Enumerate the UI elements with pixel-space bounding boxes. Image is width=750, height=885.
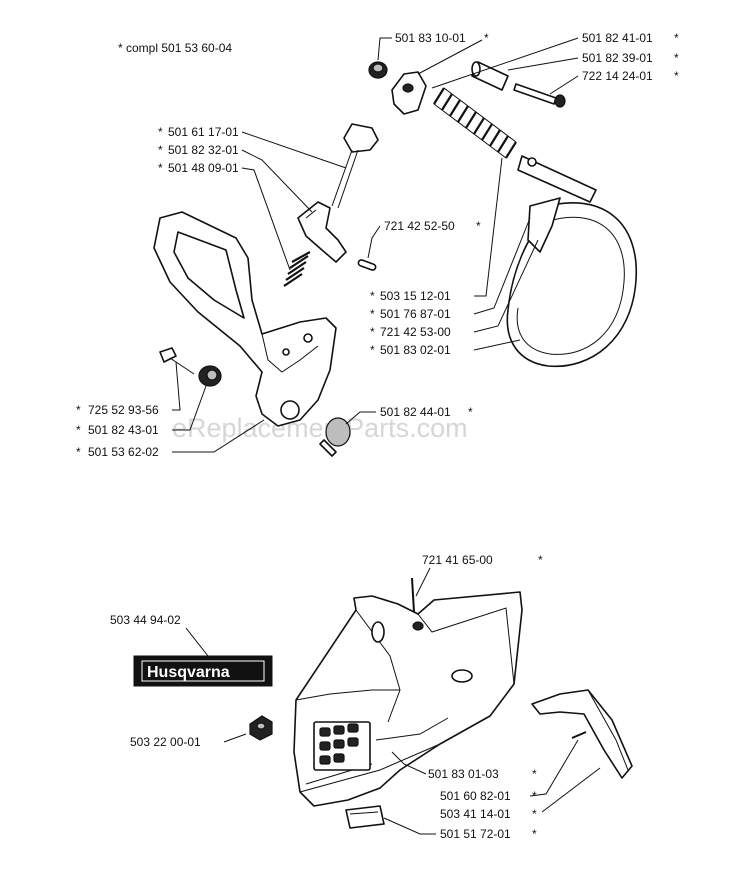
cover-bolt [411,577,415,613]
leader-line [241,167,291,271]
label-503-15-12-01: 503 15 12-01 [380,289,451,303]
brake-band [506,197,637,368]
leader-line [185,627,209,657]
leader-line [172,385,207,431]
leader-line [473,217,531,315]
label-503-41-14-01: 503 41 14-01 [440,807,511,821]
label-501-82-43-01: 501 82 43-01 [88,423,159,437]
label-501-82-41-01: 501 82 41-01 [582,31,653,45]
leader-line [417,39,483,75]
spacer-knob [319,417,351,457]
label-star: * [370,289,375,303]
label-star: * [370,325,375,339]
chain-guide-plate [531,689,633,779]
label-501-83-02-01: 501 83 02-01 [380,343,451,357]
small-spring [283,251,311,287]
cap-plate [345,805,385,829]
label-721-42-52-50: 721 42 52-50 [384,219,455,233]
label-501-61-17-01: 501 61 17-01 [168,125,239,139]
leader-line [172,361,181,411]
leader-line [549,75,579,95]
chain-cover [293,591,523,807]
brand-decal: Husqvarna [133,655,273,687]
label-star: * [532,789,537,803]
label-501-82-44-01: 501 82 44-01 [380,405,451,419]
leader-line [474,157,503,297]
label-star: * [370,343,375,357]
label-503-22-00-01: 503 22 00-01 [130,735,201,749]
spring-bracket [391,71,427,115]
leader-line [241,149,313,213]
leader-line [415,567,431,597]
leader-line [383,817,436,835]
label-star: * [532,767,537,781]
small-screw [571,731,587,739]
sleeve [471,61,509,91]
label-star: * [532,827,537,841]
label-503-44-94-02: 503 44 94-02 [110,613,181,627]
bolt [159,347,195,375]
link-rod [517,155,597,203]
washer [198,365,222,387]
label-501-51-72-01: 501 51 72-01 [440,827,511,841]
leader-line [529,739,579,797]
label-501-76-87-01: 501 76 87-01 [380,307,451,321]
label-721-41-65-00: 721 41 65-00 [422,553,493,567]
leader-line [345,411,376,425]
label-725-52-93-56: 725 52 93-56 [88,403,159,417]
leader-line [391,751,427,775]
nut [368,61,388,79]
brake-spring [433,87,517,159]
leader-line [473,239,539,333]
label-star: * [468,405,473,419]
screw [513,83,566,108]
label-star: * [76,403,81,417]
leader-line [507,57,579,71]
label-star: * [674,51,679,65]
label-star: * [76,445,81,459]
leader-line [223,733,247,743]
label-star: * [76,423,81,437]
label-501-82-39-01: 501 82 39-01 [582,51,653,65]
label-star: * [674,69,679,83]
label-501-82-32-01: 501 82 32-01 [168,143,239,157]
leader-line [541,767,601,813]
label-501-83-01-03: 501 83 01-03 [428,767,499,781]
leader-line [367,225,381,259]
assembly-note: * compl 501 53 60-04 [118,41,232,55]
lever-part [297,201,347,263]
knob-screw [331,123,379,209]
label-star: * [532,807,537,821]
leader-line [241,131,347,169]
brand-label: Husqvarna [147,664,230,681]
label-501-60-82-01: 501 60 82-01 [440,789,511,803]
label-star: * [158,143,163,157]
label-star: * [158,125,163,139]
leader-line [377,37,392,61]
label-501-53-62-02: 501 53 62-02 [88,445,159,459]
leader-line [431,37,579,89]
label-star: * [484,31,489,45]
label-star: * [538,553,543,567]
cover-nut [249,715,273,741]
label-star: * [158,161,163,175]
leader-line [172,419,265,453]
hand-guard [153,211,337,427]
label-star: * [674,31,679,45]
label-star: * [370,307,375,321]
leader-line [473,339,521,351]
watermark: eReplacementParts.com [172,413,468,443]
pin [357,259,377,271]
label-721-42-53-00: 721 42 53-00 [380,325,451,339]
label-501-48-09-01: 501 48 09-01 [168,161,239,175]
label-star: * [476,219,481,233]
label-501-83-10-01: 501 83 10-01 [395,31,466,45]
label-722-14-24-01: 722 14 24-01 [582,69,653,83]
